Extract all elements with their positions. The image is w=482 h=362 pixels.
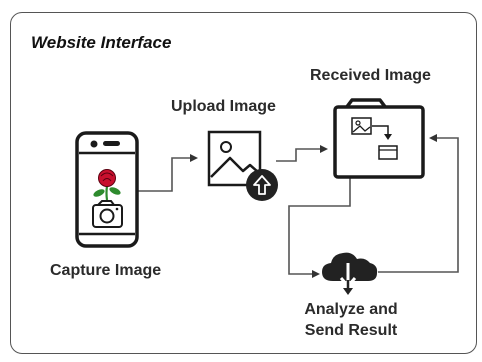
connector-phone-to-upload <box>137 154 198 192</box>
cloud-download-icon <box>322 252 378 295</box>
analyze-label: Analyze and <box>304 301 398 318</box>
upload-image-label: Upload Image <box>171 98 276 115</box>
received-image-label: Received Image <box>310 67 431 84</box>
connector-analyze-to-received <box>378 134 459 273</box>
upload-icon <box>246 169 278 201</box>
connector-received-to-analyze <box>288 178 351 278</box>
camera-icon <box>92 200 123 228</box>
rose-icon <box>93 169 121 201</box>
folder-icon <box>333 98 425 179</box>
diagram-frame <box>10 12 477 354</box>
send-result-label: Send Result <box>304 322 398 339</box>
capture-image-label: Capture Image <box>50 262 162 279</box>
diagram-title: Website Interface <box>31 33 172 52</box>
connector-upload-to-received <box>276 145 328 162</box>
